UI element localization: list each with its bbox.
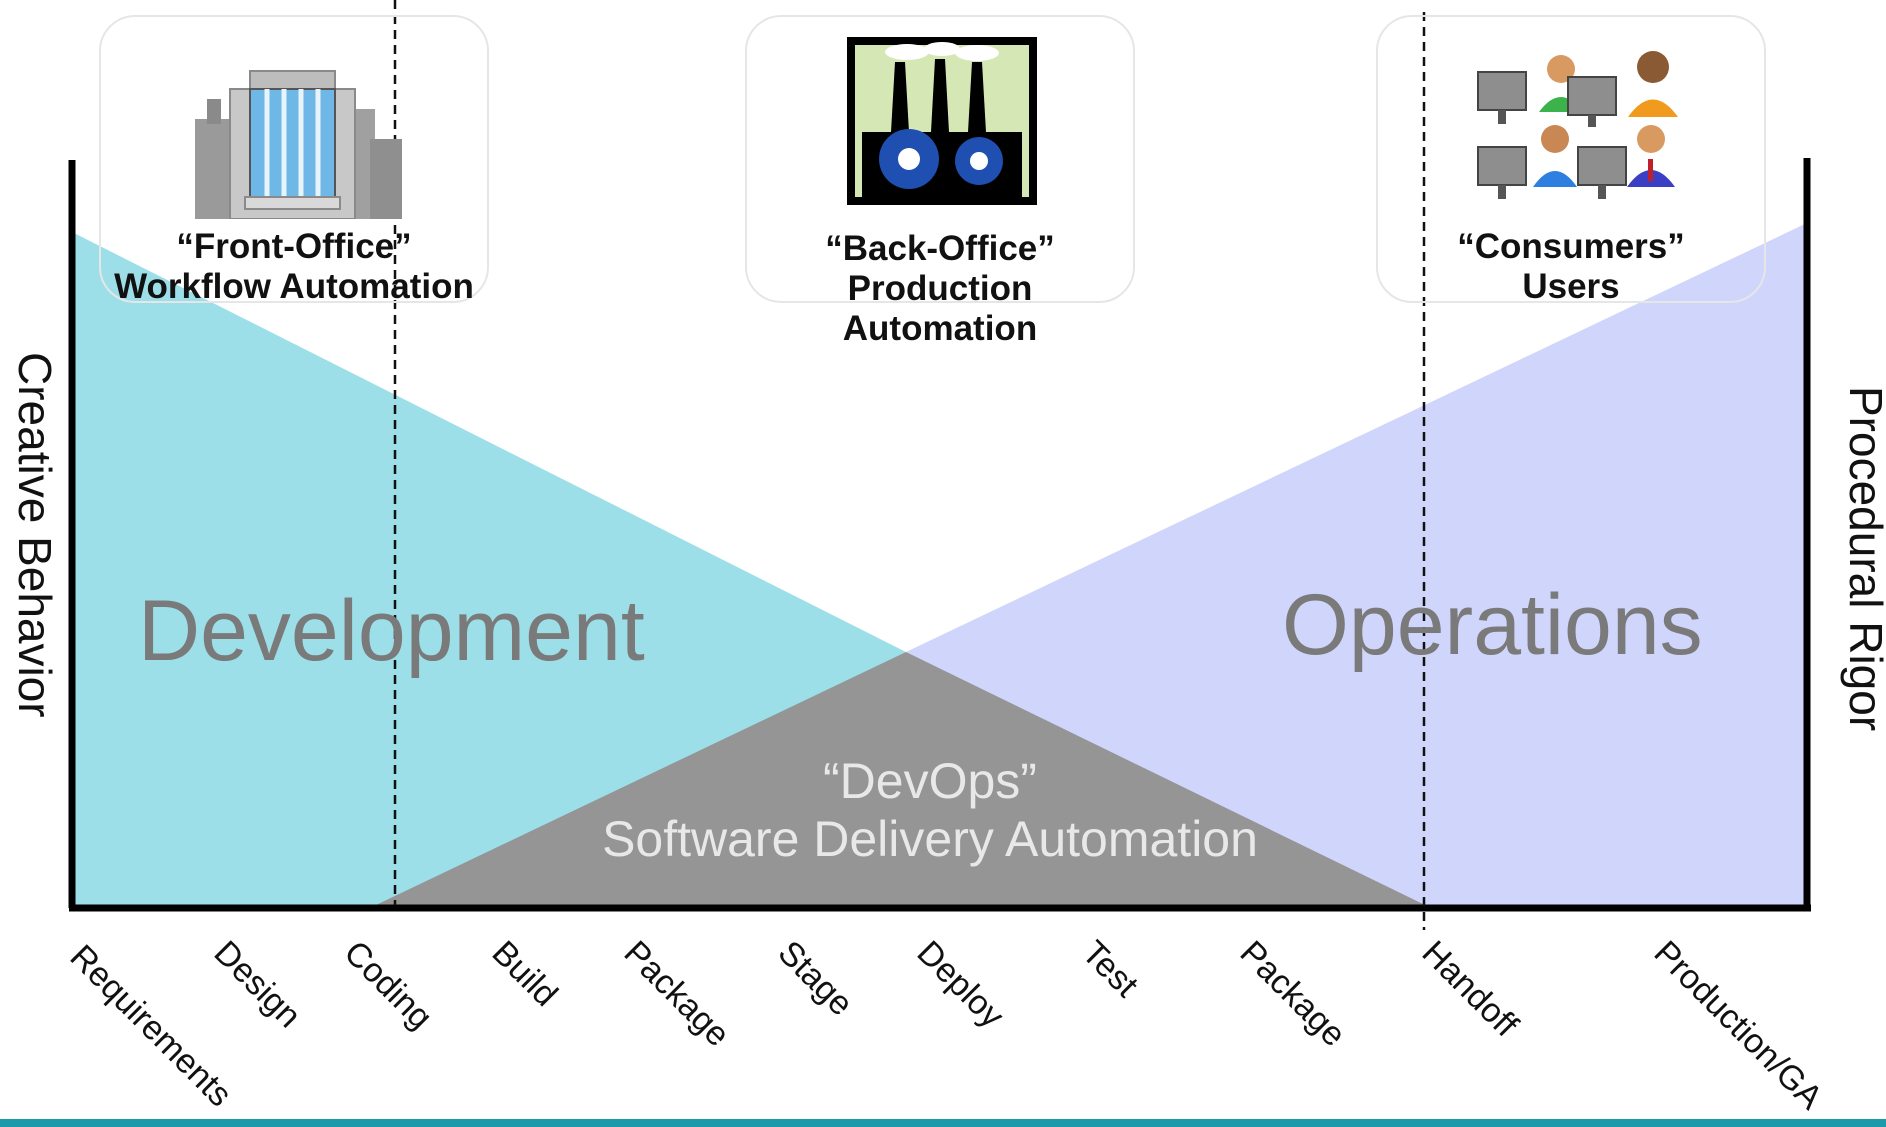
front-office-title: “Front-Office” Workflow Automation: [101, 227, 487, 307]
back-office-title: “Back-Office” Production Automation: [747, 229, 1133, 349]
back-office-box: “Back-Office” Production Automation: [745, 15, 1135, 348]
front-office-line1: “Front-Office”: [176, 227, 412, 266]
operations-label: Operations: [1282, 577, 1703, 673]
creative-behavior-label: Creative Behavior: [9, 352, 61, 718]
consumers-title: “Consumers” Users: [1378, 227, 1764, 307]
front-office-line2: Workflow Automation: [114, 267, 474, 306]
office-building-icon: [195, 70, 402, 219]
devops-region: [376, 652, 1425, 905]
operations-region: [906, 223, 1807, 905]
user-group: [1477, 51, 1678, 199]
factory-gears-icon: [847, 37, 1037, 205]
devops-label-line2: Software Delivery Automation: [602, 811, 1258, 867]
back-office-line1: “Back-Office”: [825, 229, 1055, 268]
consumers-box: “Consumers” Users: [1376, 15, 1766, 306]
procedural-rigor-label: Procedural Rigor: [1840, 386, 1886, 732]
back-office-line2: Production Automation: [842, 269, 1038, 348]
consumers-line1: “Consumers”: [1457, 227, 1685, 266]
development-label: Development: [138, 583, 645, 679]
consumers-line2: Users: [1522, 267, 1620, 306]
devops-label-line1: “DevOps”: [823, 753, 1037, 809]
devops-label: “DevOps” Software Delivery Automation: [540, 752, 1320, 868]
front-office-box: “Front-Office” Workflow Automation: [99, 15, 489, 306]
users-computers-icon: [1477, 51, 1678, 199]
bottom-accent-bar: [0, 1119, 1886, 1127]
